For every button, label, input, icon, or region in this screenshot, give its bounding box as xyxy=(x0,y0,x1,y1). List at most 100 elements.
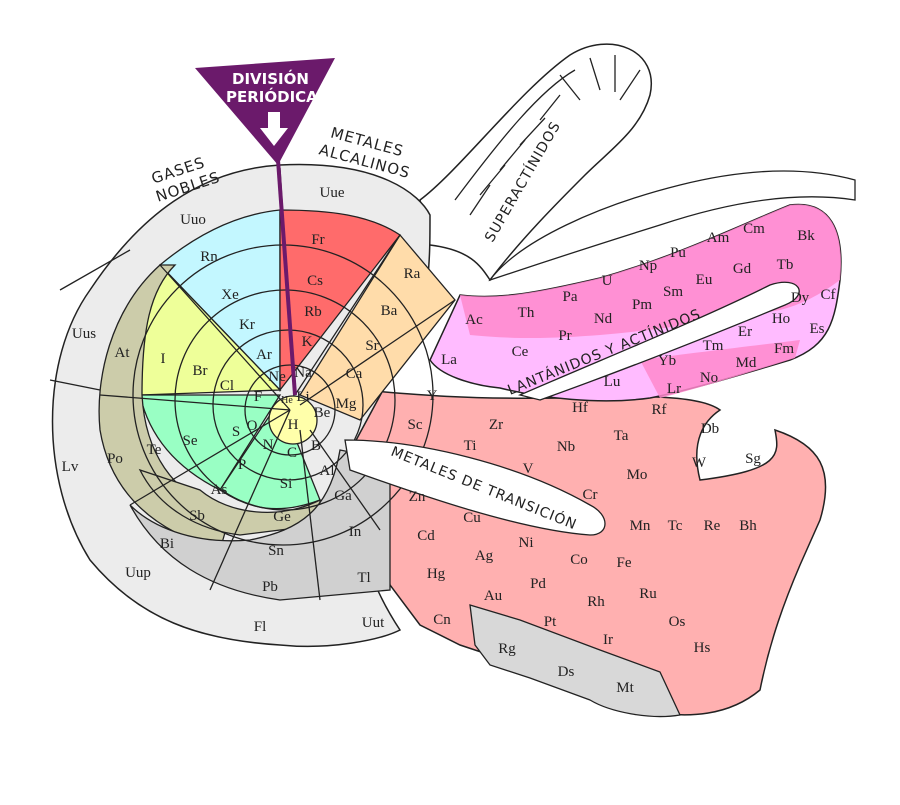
element-cd: Cd xyxy=(417,528,435,544)
element-tc: Tc xyxy=(668,518,683,534)
superactinides-tail xyxy=(488,170,856,282)
element-uuo: Uuo xyxy=(180,212,206,228)
element-am: Am xyxy=(707,230,730,246)
element-ho: Ho xyxy=(772,311,790,327)
element-cm: Cm xyxy=(743,221,765,237)
element-br: Br xyxy=(193,363,208,379)
element-sm: Sm xyxy=(663,284,683,300)
element-ba: Ba xyxy=(381,303,398,319)
element-ca: Ca xyxy=(346,366,363,382)
element-sg: Sg xyxy=(745,451,761,467)
element-be: Be xyxy=(314,405,331,421)
element-bh: Bh xyxy=(739,518,757,534)
element-gd: Gd xyxy=(733,261,752,277)
element-ac: Ac xyxy=(465,312,483,328)
element-np: Np xyxy=(639,258,657,274)
element-ir: Ir xyxy=(603,632,613,648)
element-th: Th xyxy=(518,305,535,321)
element-ne: Ne xyxy=(268,369,286,385)
element-tb: Tb xyxy=(777,257,794,273)
element-dy: Dy xyxy=(791,290,810,306)
element-u: U xyxy=(602,273,613,289)
element-w: W xyxy=(692,455,707,471)
element-ag: Ag xyxy=(475,548,494,564)
hydrogen-cell xyxy=(268,395,318,445)
element-po: Po xyxy=(107,451,123,467)
element-v: V xyxy=(523,461,534,477)
element-ar: Ar xyxy=(256,347,272,363)
element-hs: Hs xyxy=(694,640,711,656)
alkaline-earth-wedge xyxy=(299,233,456,421)
element-he: He xyxy=(281,395,293,406)
element-mo: Mo xyxy=(627,467,648,483)
element-h: H xyxy=(288,417,299,433)
element-ti: Ti xyxy=(464,438,477,454)
element-k: K xyxy=(302,334,313,350)
element-md: Md xyxy=(736,355,757,371)
division-line xyxy=(276,159,297,396)
element-nd: Nd xyxy=(594,311,613,327)
element-sn: Sn xyxy=(268,543,284,559)
element-uus: Uus xyxy=(72,326,96,342)
element-es: Es xyxy=(810,321,825,337)
element-ru: Ru xyxy=(639,586,657,602)
element-se: Se xyxy=(183,433,198,449)
element-na: Na xyxy=(294,365,312,381)
element-cn: Cn xyxy=(433,612,451,628)
element-hf: Hf xyxy=(572,400,588,416)
element-pt: Pt xyxy=(544,614,557,630)
element-lr: Lr xyxy=(667,381,681,397)
element-hg: Hg xyxy=(427,566,446,582)
element-cs: Cs xyxy=(307,273,323,289)
element-tm: Tm xyxy=(703,338,724,354)
superheavy-transition-region xyxy=(469,604,681,718)
element-c: C xyxy=(287,445,297,461)
element-ni: Ni xyxy=(519,535,534,551)
element-no: No xyxy=(700,370,718,386)
element-lv: Lv xyxy=(62,459,79,475)
element-pr: Pr xyxy=(558,328,571,344)
transition-label-tongue xyxy=(344,439,606,536)
element-li: Li xyxy=(296,389,309,405)
element-zr: Zr xyxy=(489,417,503,433)
element-bk: Bk xyxy=(797,228,815,244)
element-sc: Sc xyxy=(408,417,423,433)
element-fr: Fr xyxy=(311,232,324,248)
lanthanide-lower-highlight xyxy=(640,340,800,398)
element-eu: Eu xyxy=(696,272,713,288)
element-o: O xyxy=(247,418,258,434)
element-pb: Pb xyxy=(262,579,278,595)
element-kr: Kr xyxy=(239,317,255,333)
element-la: La xyxy=(441,352,457,368)
element-lu: Lu xyxy=(604,374,621,390)
element-fe: Fe xyxy=(617,555,632,571)
element-mt: Mt xyxy=(616,680,634,696)
element-zn: Zn xyxy=(409,489,426,505)
element-f: F xyxy=(254,389,262,405)
element-p: P xyxy=(238,457,246,473)
element-nb: Nb xyxy=(557,439,575,455)
element-i: I xyxy=(161,351,166,367)
element-cl: Cl xyxy=(220,378,234,394)
element-n: N xyxy=(263,437,274,453)
element-er: Er xyxy=(738,324,752,340)
element-os: Os xyxy=(669,614,686,630)
arrow-down-icon xyxy=(260,112,288,146)
element-pu: Pu xyxy=(670,245,686,261)
element-ce: Ce xyxy=(512,344,529,360)
element-mn: Mn xyxy=(630,518,651,534)
element-ga: Ga xyxy=(334,488,352,504)
element-yb: Yb xyxy=(658,353,676,369)
element-in: In xyxy=(349,524,362,540)
element-as: As xyxy=(211,482,228,498)
element-ta: Ta xyxy=(614,428,629,444)
element-at: At xyxy=(115,345,131,361)
element-si: Si xyxy=(280,476,293,492)
element-mg: Mg xyxy=(336,396,357,412)
element-cr: Cr xyxy=(583,487,598,503)
element-bi: Bi xyxy=(160,536,174,552)
element-cf: Cf xyxy=(821,287,836,303)
element-rh: Rh xyxy=(587,594,605,610)
element-db: Db xyxy=(701,421,719,437)
